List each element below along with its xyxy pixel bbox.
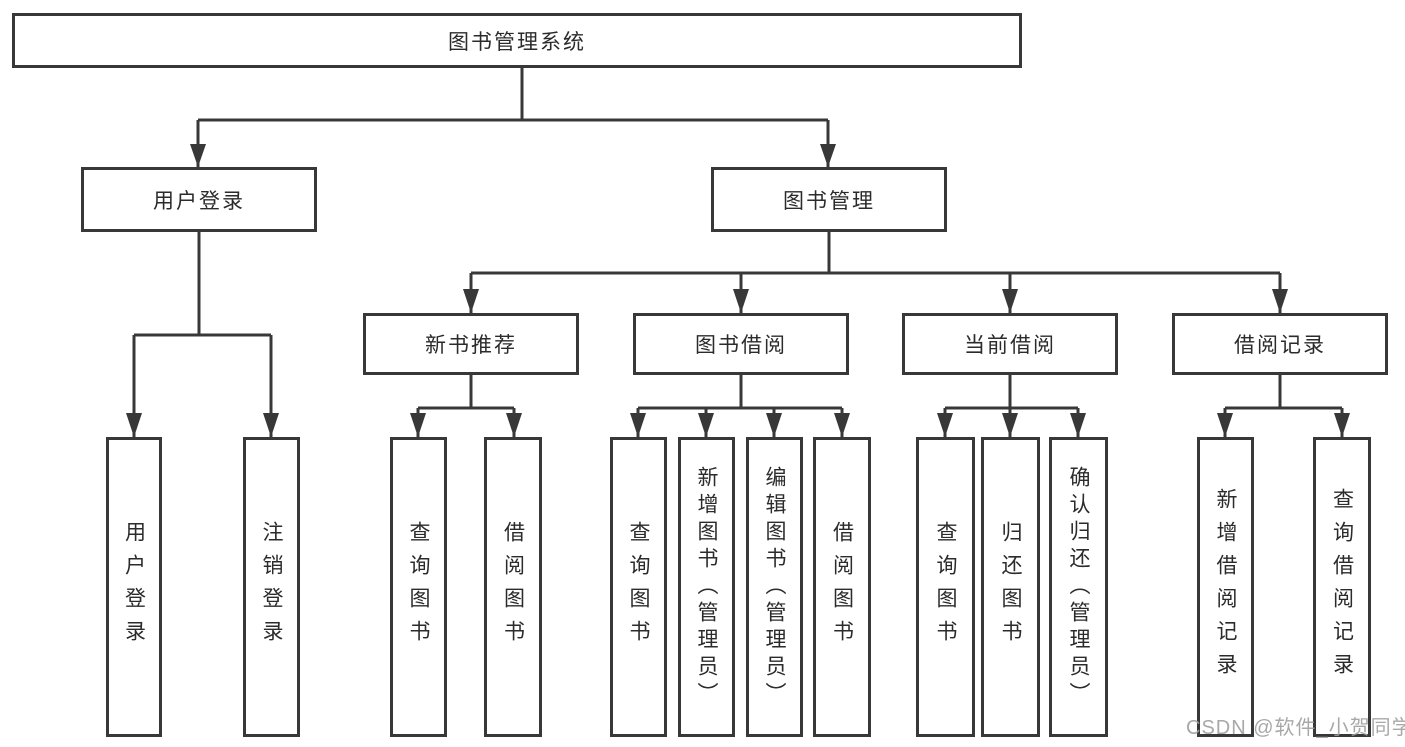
leaf-confirm-return-admin: 确认归还（管理员） [1049, 437, 1108, 737]
leaf-query-borrow-record: 查询借阅记录 [1313, 437, 1371, 737]
node-user-login: 用户登录 [81, 167, 317, 232]
leaf-query-books-3: 查询图书 [916, 437, 975, 737]
leaf-borrow-books-1-label: 借阅图书 [501, 521, 525, 653]
leaf-user-login-label: 用户登录 [122, 521, 146, 653]
node-root: 图书管理系统 [12, 13, 1022, 68]
node-root-label: 图书管理系统 [448, 30, 586, 54]
leaf-add-borrow-record-label: 新增借阅记录 [1214, 488, 1237, 686]
leaf-add-books-admin-label: 新增图书（管理员） [695, 465, 718, 709]
leaf-edit-books-admin: 编辑图书（管理员） [746, 437, 803, 737]
leaf-logout: 注销登录 [243, 437, 300, 737]
node-new-books-label: 新书推荐 [425, 334, 517, 357]
node-book-borrow: 图书借阅 [633, 313, 849, 375]
node-current-borrow-label: 当前借阅 [964, 334, 1056, 357]
node-user-login-label: 用户登录 [153, 189, 245, 213]
leaf-add-borrow-record: 新增借阅记录 [1197, 437, 1254, 737]
connector-book-borrow [636, 375, 844, 437]
node-new-books: 新书推荐 [363, 313, 579, 375]
leaf-confirm-return-admin-label: 确认归还（管理员） [1067, 465, 1090, 709]
node-current-borrow: 当前借阅 [902, 313, 1118, 375]
connector-user-login [132, 232, 273, 437]
leaf-borrow-books-2-label: 借阅图书 [830, 521, 854, 653]
leaf-logout-label: 注销登录 [260, 521, 283, 653]
node-book-mgmt: 图书管理 [711, 167, 947, 232]
node-borrow-records-label: 借阅记录 [1234, 334, 1326, 357]
leaf-borrow-books-2: 借阅图书 [813, 437, 871, 737]
leaf-edit-books-admin-label: 编辑图书（管理员） [763, 465, 786, 709]
csdn-watermark: CSDN @软件_小贺同学 [1186, 717, 1405, 739]
node-book-mgmt-label: 图书管理 [783, 189, 875, 213]
leaf-query-books-1: 查询图书 [390, 437, 447, 737]
connector-book-mgmt [469, 232, 1282, 313]
leaf-borrow-books-1: 借阅图书 [484, 437, 542, 737]
connector-new-books [416, 375, 516, 437]
leaf-user-login: 用户登录 [106, 437, 162, 737]
connector-borrow-records [1223, 375, 1344, 437]
leaf-return-books: 归还图书 [981, 437, 1040, 737]
node-borrow-records: 借阅记录 [1172, 313, 1388, 375]
leaf-query-borrow-record-label: 查询借阅记录 [1330, 488, 1354, 686]
node-book-borrow-label: 图书借阅 [695, 334, 787, 357]
leaf-query-books-2: 查询图书 [610, 437, 667, 737]
leaf-query-books-1-label: 查询图书 [407, 521, 430, 653]
leaf-return-books-label: 归还图书 [999, 521, 1022, 653]
arrowheads [126, 144, 1350, 437]
leaf-query-books-3-label: 查询图书 [934, 521, 957, 653]
connector-root [196, 68, 830, 167]
leaf-query-books-2-label: 查询图书 [627, 521, 650, 653]
leaf-add-books-admin: 新增图书（管理员） [678, 437, 735, 737]
